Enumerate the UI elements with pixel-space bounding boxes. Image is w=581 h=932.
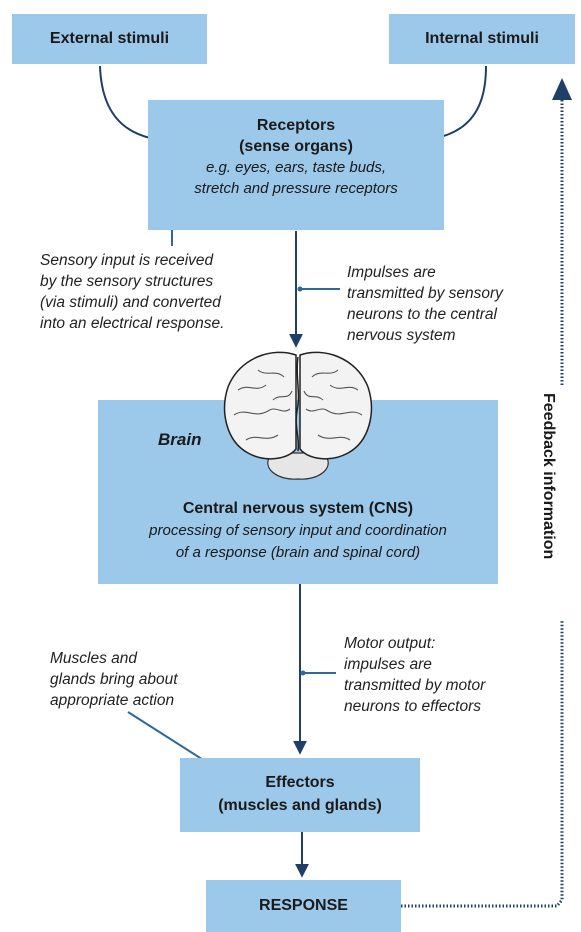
note-line: transmitted by sensory (347, 283, 547, 304)
motor-note-dot (301, 671, 306, 676)
feedback-information-label: Feedback information (539, 393, 557, 559)
cns-description-line-2: of a response (brain and spinal cord) (98, 542, 498, 564)
cns-description-line-1: processing of sensory input and coordina… (98, 520, 498, 542)
note-line: glands bring about (50, 669, 250, 690)
internal-stimuli-label: Internal stimuli (425, 30, 539, 47)
note-line: nervous system (347, 325, 547, 346)
motor-output-note: Motor output: impulses are transmitted b… (344, 633, 544, 717)
note-line: Sensory input is received (40, 250, 280, 271)
response-box: RESPONSE (206, 880, 401, 932)
receptors-title: Receptors (148, 115, 444, 136)
effectors-subtitle: (muscles and glands) (180, 794, 420, 817)
receptors-box: Receptors (sense organs) e.g. eyes, ears… (148, 100, 444, 230)
note-line: Motor output: (344, 633, 544, 654)
brain-illustration (218, 345, 378, 485)
impulses-note-dot (298, 287, 303, 292)
note-line: neurons to the central (347, 304, 547, 325)
internal-stimuli-box: Internal stimuli (389, 14, 575, 64)
note-line: Muscles and (50, 648, 250, 669)
response-label: RESPONSE (259, 897, 348, 914)
note-line: appropriate action (50, 690, 250, 711)
note-line: transmitted by motor (344, 675, 544, 696)
brain-label: Brain (158, 430, 201, 450)
receptors-examples-line-2: stretch and pressure receptors (148, 178, 444, 199)
effectors-title: Effectors (180, 771, 420, 794)
note-line: impulses are (344, 654, 544, 675)
muscles-note: Muscles and glands bring about appropria… (50, 648, 250, 711)
receptors-subtitle: (sense organs) (148, 136, 444, 157)
cns-title: Central nervous system (CNS) (98, 498, 498, 520)
feedback-arrowhead (552, 78, 572, 100)
impulses-note: Impulses are transmitted by sensory neur… (347, 262, 547, 346)
note-line: by the sensory structures (40, 271, 280, 292)
effectors-box: Effectors (muscles and glands) (180, 758, 420, 832)
note-line: (via stimuli) and converted (40, 292, 280, 313)
external-stimuli-label: External stimuli (50, 30, 169, 47)
external-stimuli-box: External stimuli (12, 14, 207, 64)
sensory-input-note: Sensory input is received by the sensory… (40, 250, 280, 334)
cns-text: Central nervous system (CNS) processing … (98, 498, 498, 564)
note-line: Impulses are (347, 262, 547, 283)
note-line: into an electrical response. (40, 313, 280, 334)
receptors-examples-line-1: e.g. eyes, ears, taste buds, (148, 157, 444, 178)
note-line: neurons to effectors (344, 696, 544, 717)
